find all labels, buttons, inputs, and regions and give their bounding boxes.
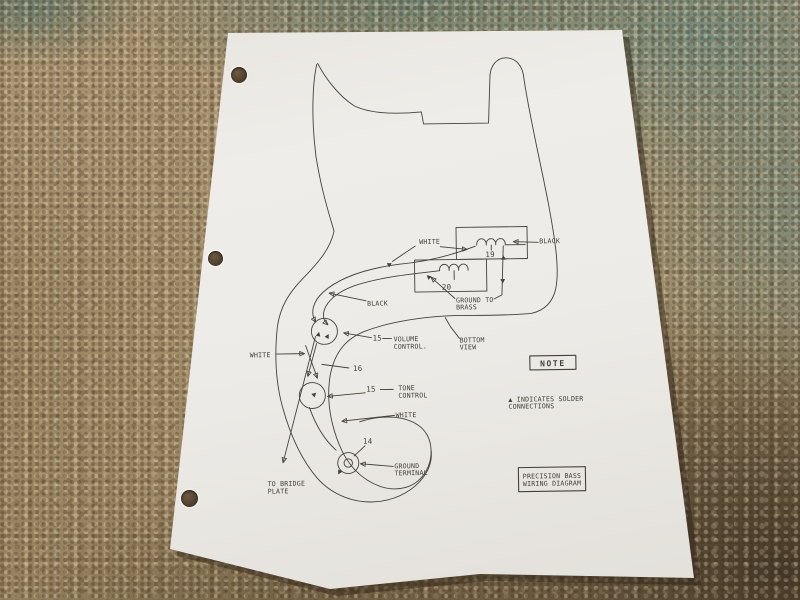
wire-pot-cross-a xyxy=(306,342,318,377)
hole-punch-middle xyxy=(208,251,223,266)
label-white-pickup: WHITE xyxy=(419,238,440,246)
solder-mark xyxy=(426,275,432,280)
label-ground-brass-1: GROUND TO xyxy=(456,296,494,305)
label-ground-brass-2: BRASS xyxy=(456,303,477,311)
body-outline-left xyxy=(275,63,432,503)
label-19: 19 xyxy=(485,250,495,259)
title-box xyxy=(517,466,587,493)
solder-mark xyxy=(311,392,317,398)
label-20: 20 xyxy=(442,283,452,292)
label-ground-terminal-2: TERMINAL xyxy=(394,469,427,477)
solder-mark xyxy=(500,279,506,284)
leader-white-lower xyxy=(341,414,396,424)
label-bottom-view-1: BOTTOM xyxy=(460,336,485,344)
leader-bottom-view xyxy=(444,317,460,339)
label-to-bridge-2: PLATE xyxy=(268,487,289,495)
leader-volume xyxy=(343,331,372,339)
title-line-2: WIRING DIAGRAM xyxy=(523,479,581,488)
ground-brass-vertical xyxy=(493,245,504,300)
note-body-1: ▲ INDICATES SOLDER xyxy=(508,395,583,404)
hole-punch-bottom xyxy=(181,490,198,507)
wire-tone-to-jack xyxy=(309,407,337,451)
ground-terminal-inner xyxy=(343,458,353,468)
leader-14 xyxy=(353,445,366,457)
solder-mark xyxy=(338,469,343,475)
solder-mark xyxy=(386,263,392,268)
label-white-lower: WHITE xyxy=(396,411,417,419)
ground-brass-left xyxy=(430,276,456,299)
wire-to-bridge xyxy=(281,336,316,464)
pickup-coil-lower xyxy=(439,263,469,272)
label-16: 16 xyxy=(353,364,363,373)
label-black-pickup: BLACK xyxy=(539,237,560,245)
leader-16 xyxy=(321,363,350,369)
solder-mark xyxy=(324,334,329,340)
volume-pot xyxy=(310,317,338,345)
ground-terminal-outer xyxy=(337,452,360,474)
note-box xyxy=(529,354,577,371)
label-black-wire: BLACK xyxy=(367,299,388,307)
label-to-bridge-1: TO BRIDGE xyxy=(268,480,306,489)
title-line-1: PRECISION BASS xyxy=(523,472,581,481)
label-14: 14 xyxy=(363,437,373,446)
leader-white-pickup-b xyxy=(439,246,468,252)
wire-white-run xyxy=(310,245,476,323)
pickup-coil-upper xyxy=(476,238,506,246)
label-tone-2: CONTROL xyxy=(398,391,427,399)
leader-ground-terminal xyxy=(359,461,394,467)
wire-pot-cross-b xyxy=(305,345,319,379)
hole-punch-top xyxy=(231,67,247,83)
label-volume-number: 15 xyxy=(372,334,382,343)
label-bottom-view-2: VIEW xyxy=(460,343,477,351)
body-outline-right xyxy=(317,57,558,490)
leader-tone xyxy=(327,392,366,399)
note-body-2: CONNECTIONS xyxy=(508,402,554,411)
label-volume-2: CONTROL. xyxy=(394,342,427,350)
pickup-box-lower xyxy=(413,258,488,293)
label-ground-terminal-1: GROUND xyxy=(394,462,419,470)
solder-mark xyxy=(501,255,506,260)
wire-black-run xyxy=(322,270,441,326)
label-tone-1: TONE xyxy=(398,384,415,392)
leader-black-pickup xyxy=(512,239,539,245)
label-white-left: WHITE xyxy=(250,351,271,359)
leader-black-wire xyxy=(328,291,367,302)
solder-mark xyxy=(315,331,321,337)
label-volume-1: VOLUME xyxy=(393,335,418,343)
pickup-box-upper xyxy=(455,226,528,260)
note-box-title: NOTE xyxy=(540,359,566,368)
label-tone-number: 15 xyxy=(366,385,376,394)
tone-pot xyxy=(298,382,326,409)
leader-white-pickup-a xyxy=(392,245,416,262)
